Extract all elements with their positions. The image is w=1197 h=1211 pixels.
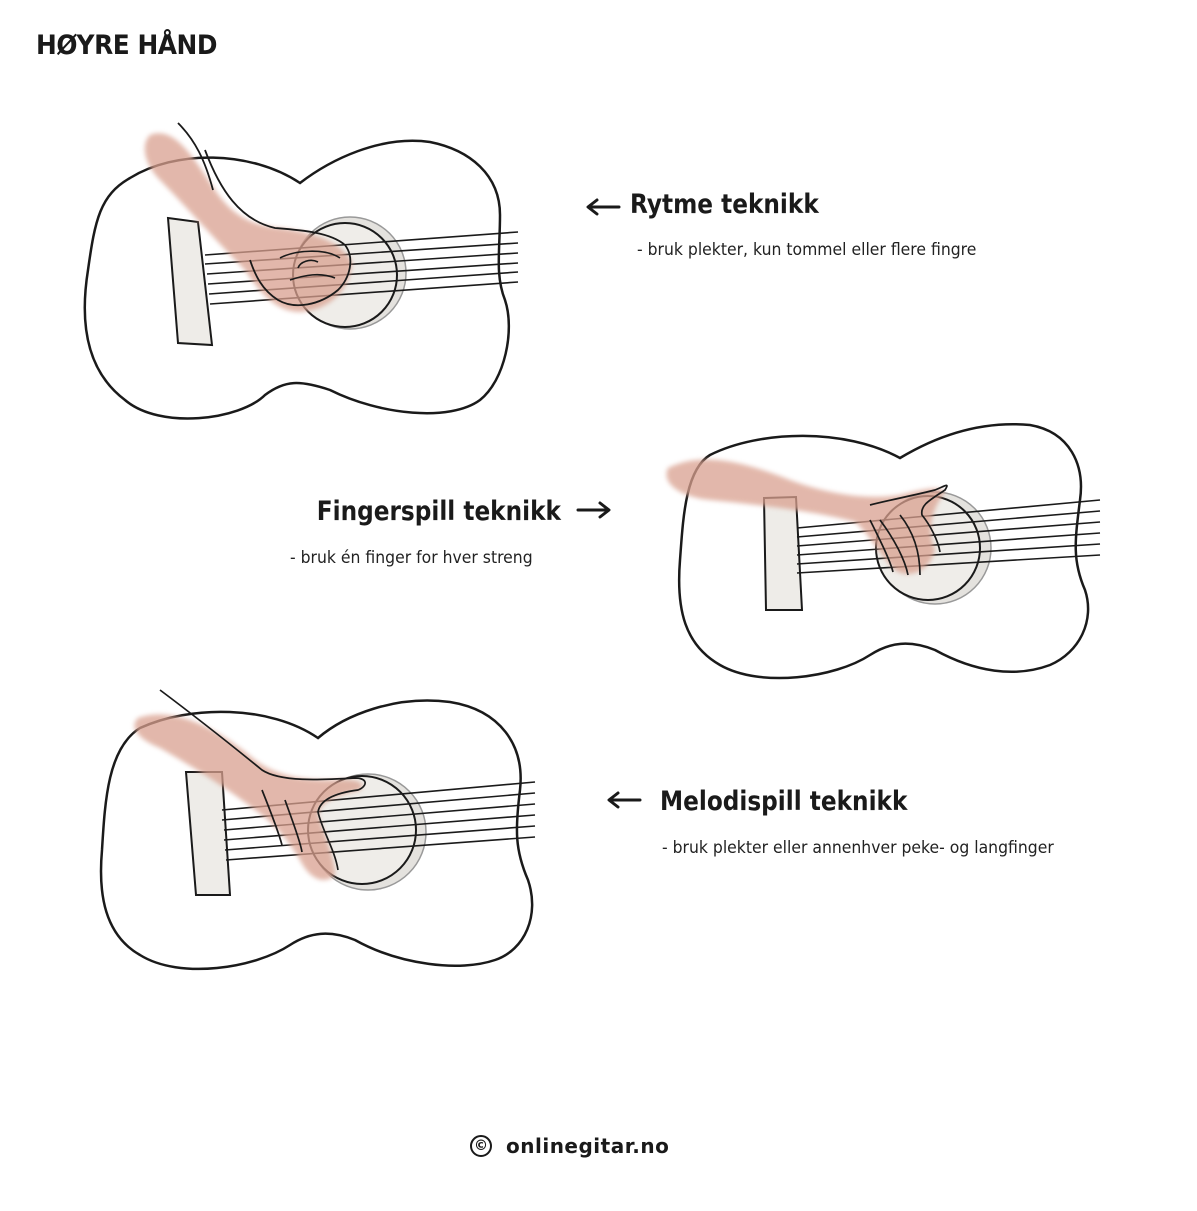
guitar-fingerspill (666, 423, 1101, 680)
technique-desc-rytme: - bruk plekter, kun tommel eller flere f… (637, 240, 977, 260)
arm-edge (177, 122, 214, 191)
page-title: HØYRE HÅND (36, 30, 218, 61)
bridge (762, 495, 804, 611)
footer: © onlinegitar.no (470, 1134, 669, 1158)
arrow-left-icon (586, 198, 621, 216)
hand-outline (869, 484, 948, 576)
arm (134, 714, 363, 880)
arrow-right-icon (576, 501, 611, 519)
hand-outline (204, 149, 352, 307)
technique-title-rytme: Rytme teknikk (630, 189, 819, 220)
technique-title-melodispill: Melodispill teknikk (660, 786, 908, 817)
bridge (166, 216, 214, 347)
guitar-melodispill (99, 689, 536, 971)
arrow-left-icon (607, 791, 642, 809)
strings (796, 499, 1101, 574)
technique-desc-melodispill: - bruk plekter eller annenhver peke- og … (662, 838, 1054, 858)
copyright-icon: © (470, 1135, 492, 1157)
guitar-rytme (83, 122, 519, 420)
technique-title-fingerspill: Fingerspill teknikk (316, 496, 561, 527)
arm (666, 459, 945, 574)
footer-site-link[interactable]: onlinegitar.no (506, 1134, 670, 1158)
technique-desc-fingerspill: - bruk én finger for hver streng (290, 548, 533, 568)
arm (144, 133, 352, 312)
finger-line (279, 250, 341, 281)
hand-outline (159, 689, 366, 871)
